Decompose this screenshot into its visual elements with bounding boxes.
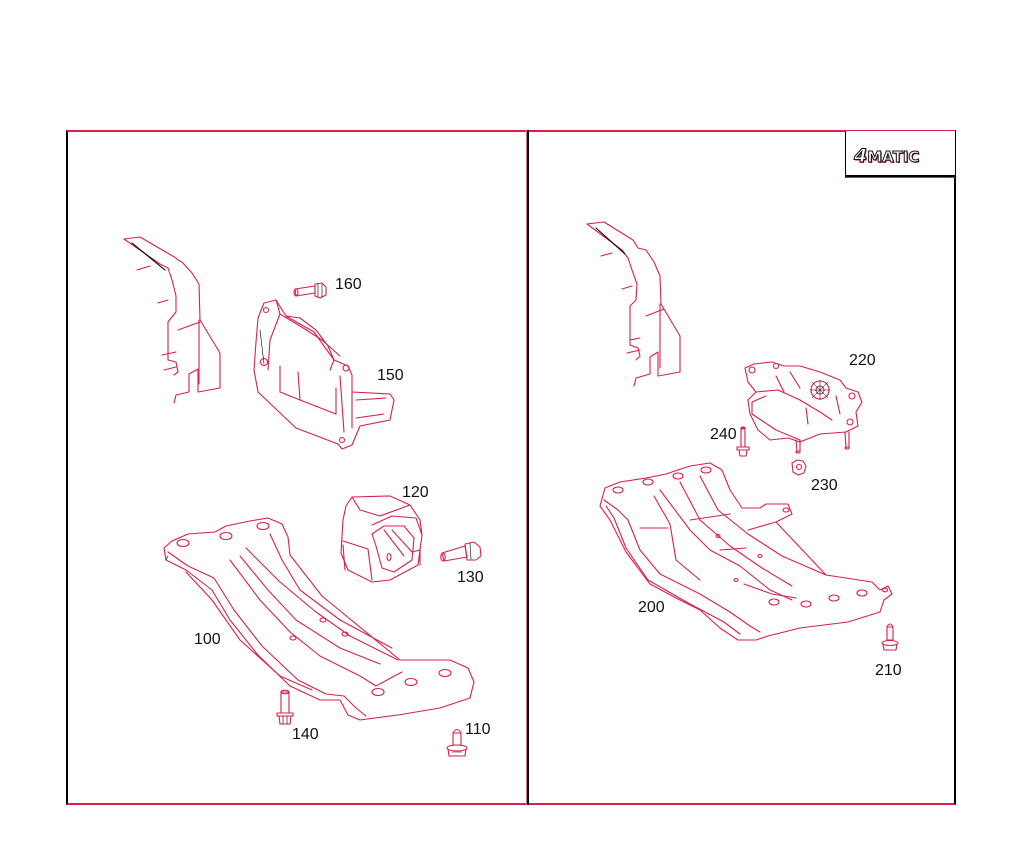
mount-220-icon xyxy=(744,361,863,454)
crossmember-100-icon xyxy=(163,517,475,721)
part-label-150: 150 xyxy=(377,367,404,384)
bolt-140-icon xyxy=(276,689,294,725)
bolt-160-icon xyxy=(293,282,327,299)
transmission-outline-icon xyxy=(123,236,221,404)
bolt-110-icon xyxy=(446,728,468,757)
left-panel-drawing xyxy=(123,236,482,757)
part-label-140: 140 xyxy=(292,726,319,743)
4matic-logo: 4MATIC xyxy=(853,145,920,168)
4matic-badge: 4MATIC xyxy=(845,131,955,177)
badge-four: 4 xyxy=(853,145,868,168)
diagram-frame xyxy=(66,130,956,805)
part-label-120: 120 xyxy=(402,484,429,501)
crossmember-200-icon xyxy=(599,462,893,641)
badge-matic: MATIC xyxy=(867,148,920,167)
part-label-160: 160 xyxy=(335,276,362,293)
bracket-150-icon xyxy=(253,299,395,450)
part-label-240: 240 xyxy=(710,426,737,443)
right-panel-drawing xyxy=(586,221,899,651)
part-label-230: 230 xyxy=(811,477,838,494)
right-panel: 220 240 230 200 210 xyxy=(529,132,955,803)
part-label-210: 210 xyxy=(875,662,902,679)
part-label-100: 100 xyxy=(194,631,221,648)
left-panel: 160 150 120 130 100 140 110 xyxy=(68,132,527,803)
transmission-outline-icon xyxy=(586,221,681,387)
nut-230-icon xyxy=(791,459,807,476)
bolt-240-icon xyxy=(736,426,750,457)
part-label-220: 220 xyxy=(849,352,876,369)
engine-mount-120-icon xyxy=(340,495,423,583)
part-label-130: 130 xyxy=(457,569,484,586)
panel-divider xyxy=(527,130,529,805)
part-label-110: 110 xyxy=(465,721,491,738)
bolt-210-icon xyxy=(881,623,899,651)
bolt-130-icon xyxy=(440,541,482,562)
part-label-200: 200 xyxy=(638,599,665,616)
